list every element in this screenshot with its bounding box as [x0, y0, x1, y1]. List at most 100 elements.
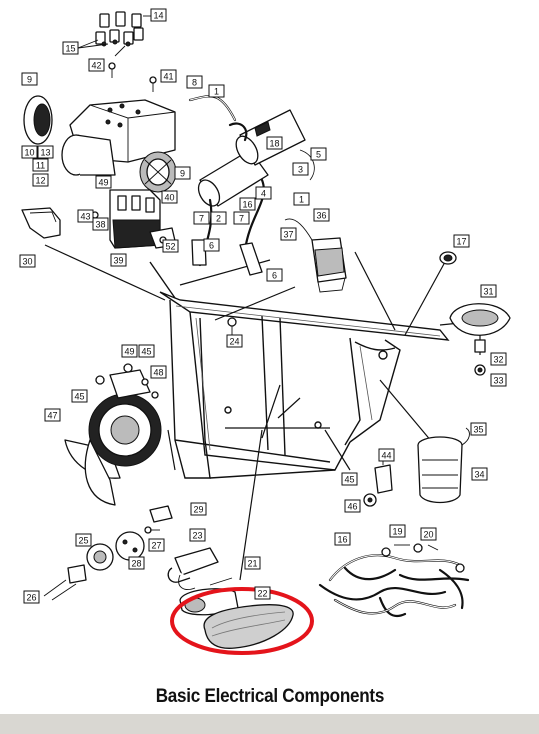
diagram-caption: Basic Electrical Components — [155, 686, 384, 707]
regulator-unit — [91, 189, 177, 249]
headlamp-assembly — [23, 95, 177, 193]
exploded-parts-diagram: 1 1 2 3 4 5 6 6 7 7 8 9 9 10 11 12 13 14… — [19, 8, 511, 655]
svg-text:23: 23 — [192, 531, 202, 541]
callout-15: 15 — [62, 41, 79, 55]
svg-text:9: 9 — [180, 169, 185, 179]
callout-49b: 49 — [95, 175, 112, 189]
svg-text:48: 48 — [153, 368, 163, 378]
footer-band — [0, 714, 539, 734]
callout-23: 23 — [189, 528, 206, 542]
callout-38: 38 — [92, 217, 109, 231]
svg-text:31: 31 — [483, 287, 493, 297]
svg-text:3: 3 — [298, 165, 303, 175]
callout-1b: 1 — [293, 192, 310, 206]
svg-text:42: 42 — [91, 61, 101, 71]
svg-text:21: 21 — [247, 559, 257, 569]
callout-13: 13 — [37, 145, 54, 159]
svg-text:38: 38 — [95, 220, 105, 230]
callout-7: 7 — [193, 211, 210, 225]
bracket-30 — [21, 207, 61, 239]
callout-39: 39 — [110, 253, 127, 267]
svg-text:8: 8 — [192, 78, 197, 88]
callout-27: 27 — [148, 538, 165, 552]
svg-text:49: 49 — [124, 347, 134, 357]
callout-26: 26 — [23, 590, 40, 604]
svg-text:47: 47 — [47, 411, 57, 421]
svg-text:6: 6 — [272, 271, 277, 281]
callout-49a: 49 — [121, 344, 138, 358]
svg-text:22: 22 — [257, 589, 267, 599]
svg-text:46: 46 — [347, 502, 357, 512]
callout-25: 25 — [75, 533, 92, 547]
svg-text:16: 16 — [242, 200, 252, 210]
svg-text:36: 36 — [316, 211, 326, 221]
switch-44-46 — [363, 455, 393, 507]
callout-9: 9 — [21, 72, 38, 86]
callout-7b: 7 — [233, 211, 250, 225]
callout-45c: 45 — [71, 389, 88, 403]
svg-text:45: 45 — [344, 475, 354, 485]
motorcycle-frame — [149, 261, 450, 479]
grommet-17 — [439, 251, 457, 265]
svg-text:32: 32 — [493, 355, 503, 365]
callout-45a: 45 — [341, 472, 358, 486]
svg-text:12: 12 — [35, 176, 45, 186]
svg-text:11: 11 — [36, 161, 45, 171]
callout-18: 18 — [266, 136, 283, 150]
callout-29: 29 — [190, 502, 207, 516]
svg-text:5: 5 — [316, 150, 321, 160]
callout-28: 28 — [128, 556, 145, 570]
callout-17: 17 — [453, 234, 470, 248]
callout-37: 37 — [280, 227, 297, 241]
svg-text:13: 13 — [40, 148, 50, 158]
svg-text:30: 30 — [22, 257, 32, 267]
svg-text:37: 37 — [283, 230, 293, 240]
callout-31: 31 — [480, 284, 497, 298]
horn-bracket — [449, 303, 511, 376]
callout-30: 30 — [19, 254, 36, 268]
callout-10: 10 — [21, 145, 38, 159]
svg-text:43: 43 — [80, 212, 90, 222]
callout-24: 24 — [226, 334, 243, 348]
wiring-harness — [318, 543, 470, 618]
svg-text:9: 9 — [27, 75, 32, 85]
callout-36: 36 — [313, 208, 330, 222]
switch-cluster — [43, 505, 173, 601]
callout-1: 1 — [208, 84, 225, 98]
svg-text:1: 1 — [214, 87, 219, 97]
svg-text:18: 18 — [269, 139, 279, 149]
callout-4: 4 — [255, 186, 272, 200]
callout-21: 21 — [244, 556, 261, 570]
callout-9b: 9 — [174, 166, 191, 180]
callout-34: 34 — [471, 467, 488, 481]
svg-text:45: 45 — [74, 392, 84, 402]
callout-6b: 6 — [266, 268, 283, 282]
svg-text:40: 40 — [164, 193, 174, 203]
svg-text:14: 14 — [153, 11, 163, 21]
callout-14: 14 — [150, 8, 167, 22]
callout-19: 19 — [389, 524, 406, 538]
svg-text:52: 52 — [165, 242, 175, 252]
svg-text:16: 16 — [337, 535, 347, 545]
callout-46: 46 — [344, 499, 361, 513]
callout-42: 42 — [88, 58, 105, 72]
svg-text:4: 4 — [261, 189, 266, 199]
svg-text:19: 19 — [392, 527, 402, 537]
svg-text:39: 39 — [113, 256, 123, 266]
svg-text:10: 10 — [24, 148, 34, 158]
callout-45b: 45 — [138, 344, 155, 358]
callout-48: 48 — [150, 365, 167, 379]
callout-11: 11 — [32, 158, 49, 172]
svg-text:1: 1 — [299, 195, 304, 205]
svg-text:41: 41 — [163, 72, 173, 82]
callout-41: 41 — [160, 69, 177, 83]
callout-33: 33 — [490, 373, 507, 387]
tail-lamp — [417, 427, 470, 504]
callout-3: 3 — [292, 162, 309, 176]
svg-text:44: 44 — [381, 451, 391, 461]
callout-35: 35 — [470, 422, 487, 436]
callout-32: 32 — [490, 352, 507, 366]
horn-assembly — [64, 363, 162, 506]
svg-text:7: 7 — [239, 214, 244, 224]
svg-text:2: 2 — [216, 214, 221, 224]
